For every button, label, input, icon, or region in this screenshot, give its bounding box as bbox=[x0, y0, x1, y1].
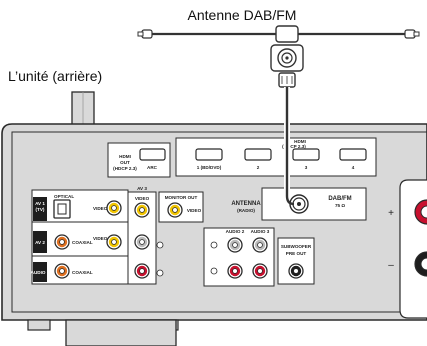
antenna-title: Antenne DAB/FM bbox=[188, 7, 297, 23]
av1-label-2: (TV) bbox=[36, 207, 45, 212]
hdmi-port-1-label: 1 (BD/DVD) bbox=[197, 165, 222, 170]
antenna-label-1: ANTENNA bbox=[231, 201, 261, 207]
antenna-cable bbox=[284, 87, 295, 206]
av1-label-1: AV 1 bbox=[35, 201, 45, 206]
arc-label: ARC bbox=[147, 165, 158, 170]
hdmi-in-port-4 bbox=[339, 148, 367, 161]
hdmi-out-label-3: (HDCP 2.3) bbox=[113, 166, 137, 171]
audio3-label: AUDIO 3 bbox=[251, 229, 270, 234]
hdmi-port-2-label: 2 bbox=[257, 165, 260, 170]
hdmi-out-label-1: HDMI bbox=[119, 154, 131, 159]
dab-fm-antenna bbox=[137, 25, 420, 88]
audio2-label: AUDIO 2 bbox=[226, 229, 245, 234]
antenna-label-2: (RADIO) bbox=[237, 208, 255, 213]
dab-fm-label-2: 75 Ω bbox=[335, 203, 345, 208]
hdmi-group-subtitle: (HDCP 2.3) bbox=[282, 144, 306, 149]
speaker-plus-label: + bbox=[388, 208, 394, 219]
av1-video-label: VIDEO bbox=[93, 206, 108, 211]
dab-fm-label-1: DAB/FM bbox=[328, 196, 351, 202]
av-inputs-section bbox=[31, 189, 204, 285]
hdmi-port-4-label: 4 bbox=[352, 165, 355, 170]
hdmi-in-port-1 bbox=[195, 148, 223, 161]
hdmi-section bbox=[107, 137, 377, 178]
av2-coaxial-label: COAXIAL bbox=[72, 240, 93, 245]
antenna-port-section bbox=[261, 187, 367, 221]
unit-title: L’unité (arrière) bbox=[8, 68, 102, 84]
av2-label: AV 2 bbox=[35, 240, 45, 245]
hdmi-out-port bbox=[139, 148, 166, 161]
monitor-out-video-label: VIDEO bbox=[187, 208, 202, 213]
hdmi-group-title: HDMI bbox=[294, 139, 306, 144]
hdmi-in-port-2 bbox=[244, 148, 272, 161]
audio1-label: AUDIO 1 bbox=[31, 270, 50, 275]
optical-label: OPTICAL bbox=[54, 194, 74, 199]
subwoofer-label-1: SUBWOOFER bbox=[281, 244, 312, 249]
av3-video-label: VIDEO bbox=[135, 196, 150, 201]
hdmi-out-label-2: OUT bbox=[120, 160, 130, 165]
audio1-coaxial-label: COAXIAL bbox=[72, 270, 93, 275]
subwoofer-label-2: PRE OUT bbox=[286, 251, 307, 256]
monitor-out-label: MONITOR OUT bbox=[165, 195, 198, 200]
speaker-minus-label: – bbox=[388, 260, 394, 271]
hdmi-in-port-3 bbox=[292, 148, 320, 161]
audio-inputs-section bbox=[203, 227, 315, 287]
av2-video-label: VIDEO bbox=[93, 236, 108, 241]
hdmi-port-3-label: 3 bbox=[305, 165, 308, 170]
speaker-terminals bbox=[399, 179, 427, 319]
av3-label: AV 3 bbox=[137, 186, 147, 191]
